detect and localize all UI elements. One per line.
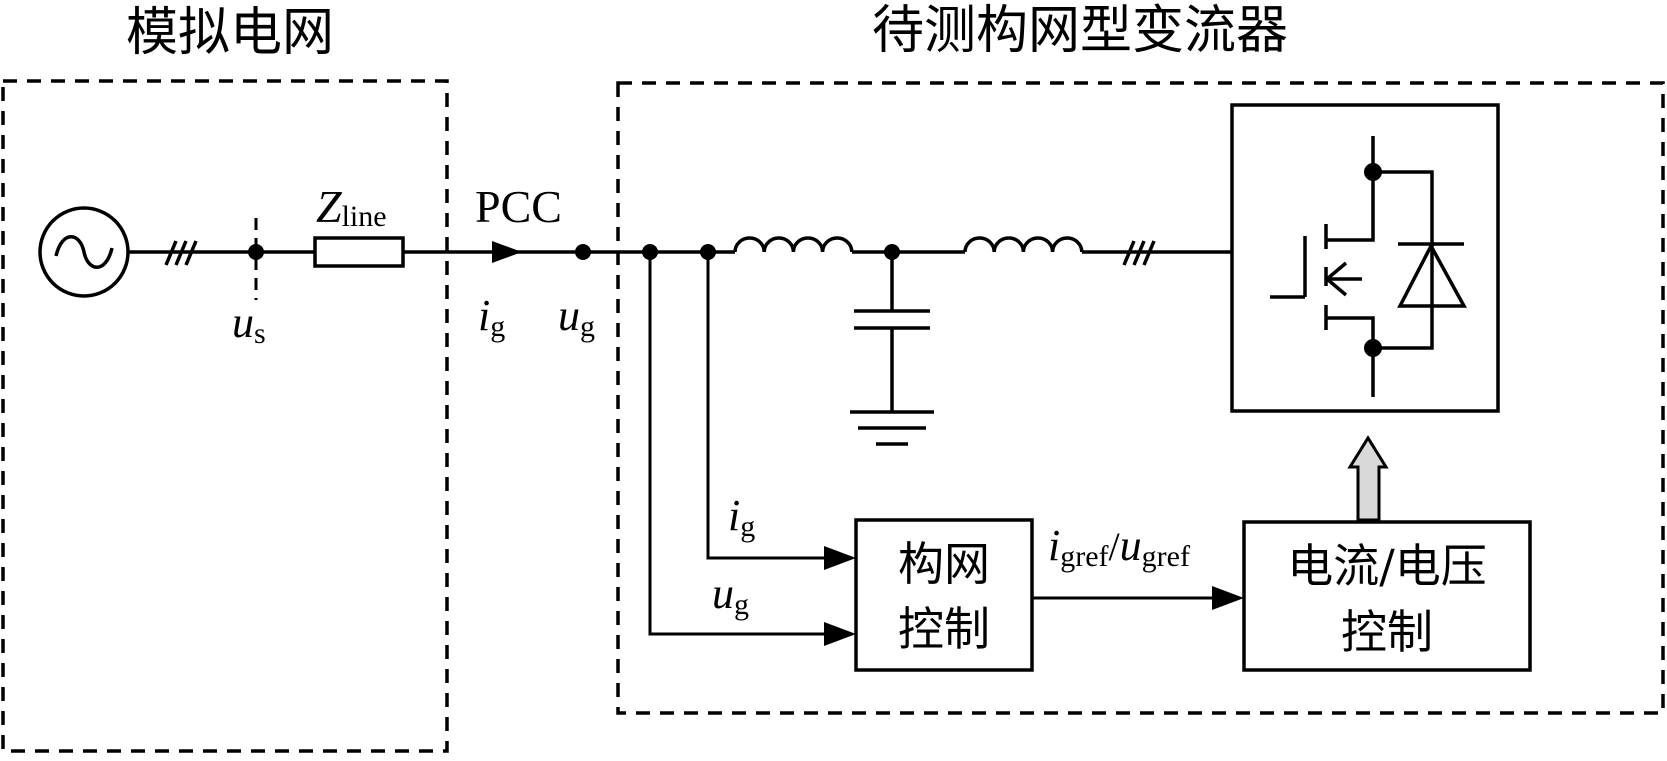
zline-label: Zline — [316, 181, 387, 233]
gfm-control-line1: 构网 — [898, 537, 990, 591]
gfm-control-block — [854, 518, 1034, 672]
ac-source-icon — [38, 206, 130, 298]
us-node — [248, 244, 264, 260]
ig-direction-arrow-icon — [492, 241, 522, 263]
cv-control-line1: 电流/电压 — [1287, 539, 1487, 593]
converter-region-title: 待测构网型变流器 — [872, 1, 1288, 61]
cv-control-block — [1242, 520, 1532, 672]
ground-icon — [850, 410, 934, 446]
ug-label-pcc: ug — [558, 291, 595, 343]
filter-capacitor-icon — [854, 252, 930, 412]
ug-label-feedback: ug — [712, 569, 749, 621]
cv-control-line2: 控制 — [1341, 605, 1433, 659]
ig-label-pcc: ig — [478, 291, 505, 343]
igbt-with-diode-icon — [1270, 136, 1467, 397]
three-phase-marker-icon — [164, 240, 198, 266]
grid-region-box — [1, 79, 449, 753]
ug-feedback-wire — [648, 252, 830, 636]
ig-label-feedback: ig — [728, 491, 755, 543]
power-switch-block — [1230, 103, 1500, 413]
converter-region-box — [616, 81, 1665, 715]
gfm-control-line2: 控制 — [898, 602, 990, 656]
us-label: us — [232, 298, 266, 350]
reference-arrow-icon — [1212, 586, 1244, 610]
reference-label: igref/ugref — [1048, 521, 1190, 573]
gate-signal-arrow-icon — [1347, 435, 1389, 522]
three-phase-marker-converter-icon — [1122, 240, 1156, 266]
pcc-node — [575, 244, 591, 260]
filter-inductor-2-icon — [963, 236, 1084, 253]
pcc-label: PCC — [475, 181, 562, 232]
grid-region-title: 模拟电网 — [126, 3, 334, 63]
ig-feedback-wire — [706, 252, 830, 560]
ug-input-arrow-icon — [824, 622, 856, 646]
line-impedance-icon — [313, 236, 405, 268]
filter-inductor-1-icon — [733, 236, 854, 253]
ig-input-arrow-icon — [824, 546, 856, 570]
